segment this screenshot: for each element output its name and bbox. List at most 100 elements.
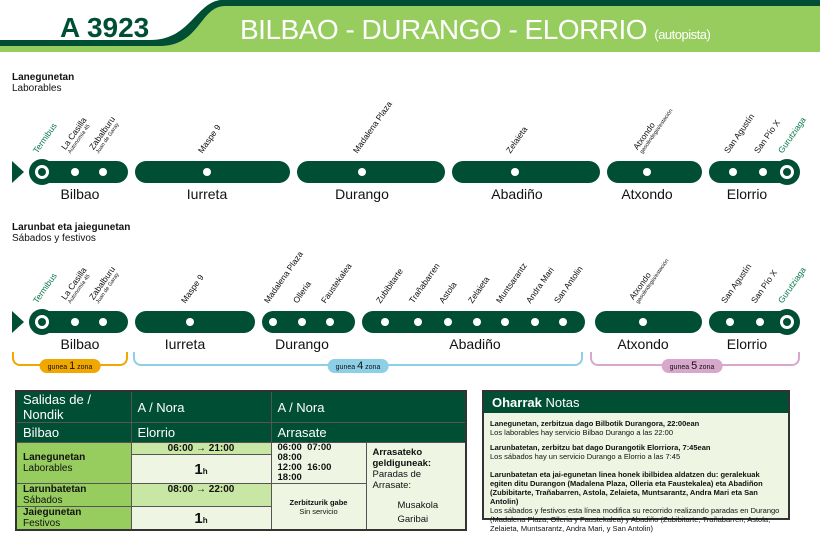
- stop-dot-icon: [298, 318, 306, 326]
- stop-label: Termibus: [30, 271, 59, 305]
- stop-dot-icon: [726, 318, 734, 326]
- weekend-heading: Larunbat eta jaiegunetan Sábados y festi…: [12, 222, 130, 244]
- stop-dot-icon: [358, 168, 366, 176]
- title-suffix: (autopista): [654, 27, 711, 42]
- weekend-title: Larunbat eta jaiegunetan: [12, 222, 131, 233]
- stop-label: Maspe 9: [178, 272, 206, 305]
- stop-dot-icon: [71, 168, 79, 176]
- route-segment: [262, 311, 355, 333]
- town-label: Atxondo: [617, 336, 669, 352]
- stop-label: Astola: [436, 279, 459, 305]
- arrasate-stops: Arrasateko geldiguneak:Paradas de Arrasa…: [365, 442, 467, 531]
- note-2: Larunbatetan, zerbitzu bat dago Durangot…: [490, 443, 711, 461]
- town-label: Atxondo: [621, 186, 673, 202]
- stop-dot-icon: [99, 168, 107, 176]
- to-arrasate: Arrasate: [270, 422, 467, 443]
- route-segment: [30, 311, 128, 333]
- town-label: Bilbao: [60, 186, 100, 202]
- stop-dot-icon: [414, 318, 422, 326]
- stop-dot-icon: [269, 318, 277, 326]
- weekend-frequency: 1h: [130, 506, 272, 531]
- stop-label: Zubibitarte: [373, 266, 406, 305]
- route-segment: [135, 161, 290, 183]
- stop-dot-icon: [501, 318, 509, 326]
- stop-dot-icon: [759, 168, 767, 176]
- stop-dot-icon: [511, 168, 519, 176]
- stop-dot-icon: [639, 318, 647, 326]
- note-3: Larunbatetan eta jai-egunetan linea hone…: [490, 470, 780, 533]
- stop-label: Zelaieta: [465, 274, 492, 305]
- town-label: Elorrio: [726, 186, 768, 202]
- stop-dot-icon: [559, 318, 567, 326]
- stop-dot-icon: [381, 318, 389, 326]
- town-label: Abadiño: [491, 186, 543, 202]
- town-label: Abadiño: [449, 336, 501, 352]
- town-label: Elorrio: [726, 336, 768, 352]
- town-label: Durango: [275, 336, 329, 352]
- weekday-subtitle: Laborables: [12, 83, 62, 94]
- start-arrow-icon: [12, 311, 24, 333]
- weekend-range: 08:00 → 22:00: [130, 483, 272, 507]
- route-segment: [595, 311, 702, 333]
- stop-dot-icon: [473, 318, 481, 326]
- stop-label: Olleria: [290, 279, 314, 305]
- notes-header: Oharrak Notas: [484, 392, 788, 413]
- stop-dot-icon: [444, 318, 452, 326]
- title-text: BILBAO - DURANGO - ELORRIO: [240, 14, 648, 45]
- stop-label: Gurutziaga: [775, 115, 808, 155]
- stop-label: Zelaieta: [503, 124, 530, 155]
- note-1: Lanegunetan, zerbitzua dago Bilbotik Dur…: [490, 419, 700, 437]
- terminal-icon: [29, 309, 55, 335]
- to-header: A / Nora: [130, 390, 272, 423]
- zone-5-label: gunea 5 zona: [661, 359, 723, 373]
- stop-dot-icon: [531, 318, 539, 326]
- weekday-frequency: 1h: [130, 454, 272, 484]
- route-segment: [30, 161, 128, 183]
- from-bilbao: Bilbao: [15, 422, 132, 443]
- notes-panel: Oharrak Notas Lanegunetan, zerbitzua dag…: [482, 390, 790, 533]
- route-title: BILBAO - DURANGO - ELORRIO (autopista): [240, 14, 711, 46]
- town-label: Bilbao: [60, 336, 100, 352]
- stop-dot-icon: [99, 318, 107, 326]
- stop-label: Faustekalea: [318, 261, 354, 305]
- terminal-icon: [774, 309, 800, 335]
- route-segment: [452, 161, 600, 183]
- start-arrow-icon: [12, 161, 24, 183]
- stop-label: Termibus: [30, 121, 59, 155]
- town-label: Durango: [335, 186, 389, 202]
- town-label: Iurreta: [186, 186, 228, 202]
- stop-dot-icon: [71, 318, 79, 326]
- to-elorrio: Elorrio: [130, 422, 272, 443]
- zone-1-label: gunea 1 zona: [39, 359, 101, 373]
- stop-label: San Pío X: [748, 267, 779, 305]
- stop-dot-icon: [643, 168, 651, 176]
- stop-dot-icon: [203, 168, 211, 176]
- stop-label: San Antolin: [551, 264, 585, 305]
- stop-label: Madalena Plaza: [350, 99, 394, 155]
- terminal-icon: [29, 159, 55, 185]
- stop-label: Maspe 9: [195, 122, 223, 155]
- weekend-subtitle: Sábados y festivos: [12, 233, 96, 244]
- from-header: Salidas de / Nondik: [15, 390, 132, 423]
- route-number: A 3923: [60, 12, 150, 43]
- terminal-icon: [774, 159, 800, 185]
- town-label: Iurreta: [164, 336, 206, 352]
- stop-label: Gurutziaga: [775, 265, 808, 305]
- route-segment: [607, 161, 702, 183]
- stop-dot-icon: [186, 318, 194, 326]
- header-stripe: [0, 0, 820, 6]
- stop-dot-icon: [756, 318, 764, 326]
- zone-4-label: gunea 4 zona: [327, 359, 389, 373]
